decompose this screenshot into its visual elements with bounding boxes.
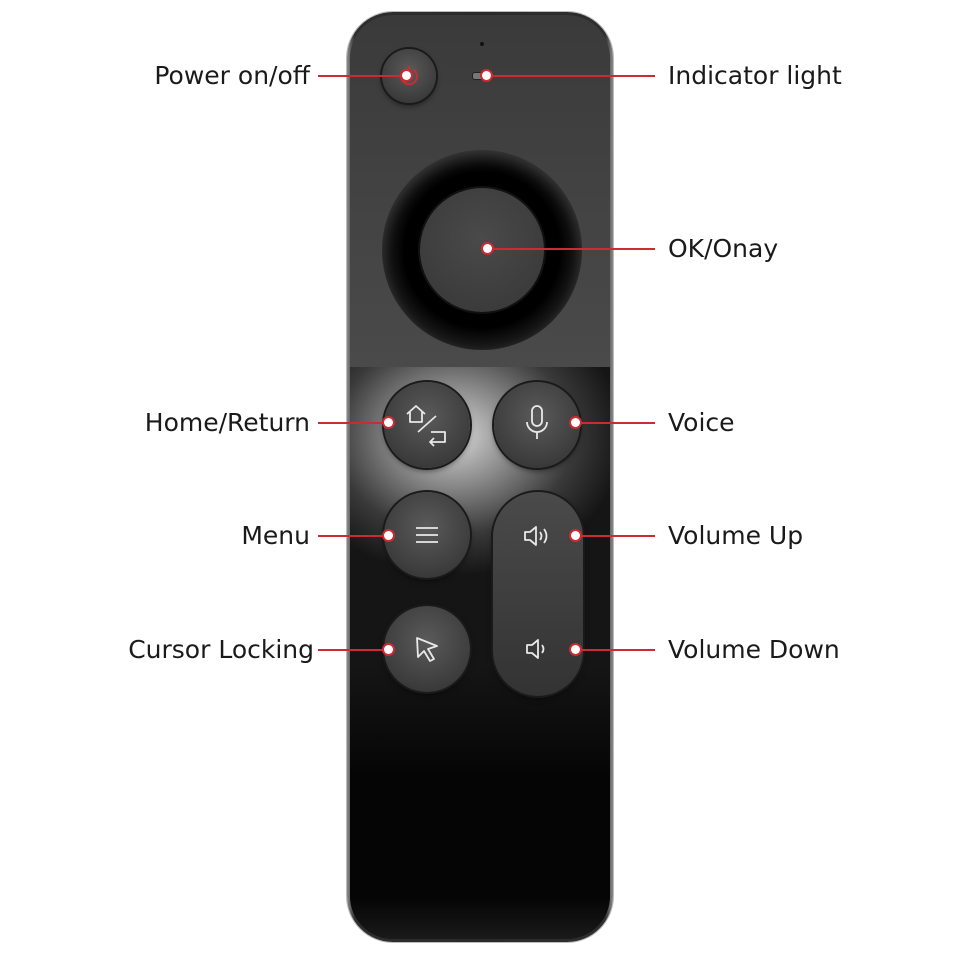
voice-button[interactable] [494,382,580,468]
leader-dot-power [402,71,411,80]
leader-dot-ok [483,244,492,253]
volume-rocker[interactable] [493,492,583,696]
leader-dot-voice [571,418,580,427]
leader-line-home [318,422,389,424]
leader-line-power [318,75,407,77]
label-voice: Voice [668,408,735,437]
cursor-locking-button[interactable] [384,606,470,692]
leader-dot-cursor [384,645,393,654]
cursor-arrow-icon [416,637,438,662]
home-return-icon [406,405,446,447]
leader-dot-home [384,418,393,427]
label-volume-down: Volume Down [668,635,840,664]
leader-dot-volume-up [571,531,580,540]
leader-line-ok [488,248,655,250]
leader-line-volume-up [576,535,655,537]
label-cursor-locking: Cursor Locking [128,635,314,664]
label-indicator-light: Indicator light [668,61,842,90]
microphone-icon [526,405,548,439]
ok-button[interactable] [420,188,544,312]
leader-dot-indicator [482,71,491,80]
leader-line-menu [318,535,389,537]
menu-icon [416,527,438,543]
leader-dot-menu [384,531,393,540]
label-menu: Menu [241,521,310,550]
leader-line-cursor [318,649,389,651]
leader-dot-volume-down [571,645,580,654]
leader-line-voice [576,422,655,424]
label-home-return: Home/Return [144,408,310,437]
volume-down-icon[interactable] [524,636,550,662]
label-ok: OK/Onay [668,234,779,263]
volume-up-icon[interactable] [522,523,554,549]
microphone-hole [480,42,484,46]
label-power: Power on/off [154,61,310,90]
label-volume-up: Volume Up [668,521,804,550]
leader-line-volume-down [576,649,655,651]
leader-line-indicator [487,75,655,77]
